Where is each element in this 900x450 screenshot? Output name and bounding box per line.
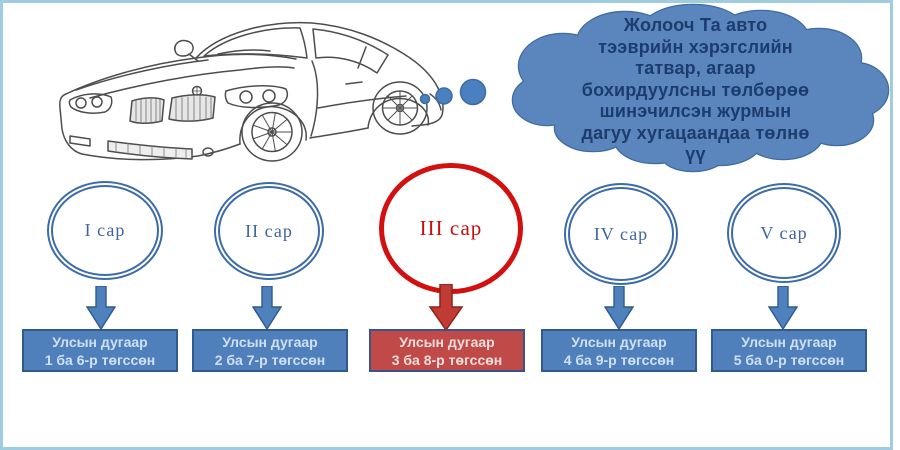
bubble-line: бохирдуулсны төлбөрөө (581, 79, 810, 100)
plate-box-title: Улсын дугаар (399, 333, 495, 350)
plate-box-title: Улсын дугаар (571, 333, 667, 350)
month-circle-4: IV сар (564, 183, 678, 285)
car-illustration (50, 8, 465, 170)
bubble-line: дагуу хугацаандаа төлнө (581, 122, 810, 143)
down-arrow-highlighted-icon (428, 284, 464, 331)
month-circle-3-highlighted: III сар (379, 163, 523, 294)
cloud-shape-icon (511, 3, 890, 173)
plate-box-detail: 5 ба 0-р төгссөн (733, 351, 845, 368)
month-label: III сар (419, 216, 483, 240)
month-label: V сар (760, 222, 808, 243)
bubble-text: Жолооч Та авто тээврийн хэрэгслийн татва… (525, 15, 866, 166)
down-arrow-icon (252, 286, 282, 330)
plate-box-3-highlighted: Улсын дугаар 3 ба 8-р төгссөн (369, 329, 525, 372)
plate-box-title: Улсын дугаар (52, 333, 148, 350)
plate-box-detail: 1 ба 6-р төгссөн (44, 351, 156, 368)
bubble-line: үү (685, 144, 706, 164)
speech-cloud: Жолооч Та авто тээврийн хэрэгслийн татва… (497, 2, 894, 174)
month-circle-1: I сар (47, 181, 163, 280)
plate-box-detail: 4 ба 9-р төгссөн (563, 351, 675, 368)
bubble-line: тээврийн хэрэгслийн (598, 36, 793, 57)
month-label: IV сар (593, 223, 649, 244)
month-circle-2: II сар (214, 182, 324, 280)
plate-box-5: Улсын дугаар 5 ба 0-р төгссөн (711, 329, 867, 372)
plate-box-title: Улсын дугаар (741, 333, 837, 350)
bubble-line: татвар, агаар (635, 58, 756, 78)
plate-box-1: Улсын дугаар 1 ба 6-р төгссөн (22, 329, 178, 372)
month-label: I сар (84, 220, 126, 240)
plate-box-detail: 2 ба 7-р төгссөн (214, 351, 326, 368)
plate-box-2: Улсын дугаар 2 ба 7-р төгссөн (192, 329, 348, 372)
month-label: II сар (245, 220, 293, 241)
plate-box-4: Улсын дугаар 4 ба 9-р төгссөн (541, 329, 697, 372)
bubble-line: шинэчилсэн журмын (599, 101, 792, 121)
down-arrow-icon (86, 286, 116, 330)
plate-box-title: Улсын дугаар (222, 333, 318, 350)
thought-dots (419, 78, 487, 106)
plate-box-detail: 3 ба 8-р төгссөн (391, 351, 503, 368)
bubble-line: Жолооч Та авто (623, 15, 768, 35)
down-arrow-icon (604, 286, 634, 330)
down-arrow-icon (768, 286, 798, 330)
month-circle-5: V сар (727, 183, 841, 283)
